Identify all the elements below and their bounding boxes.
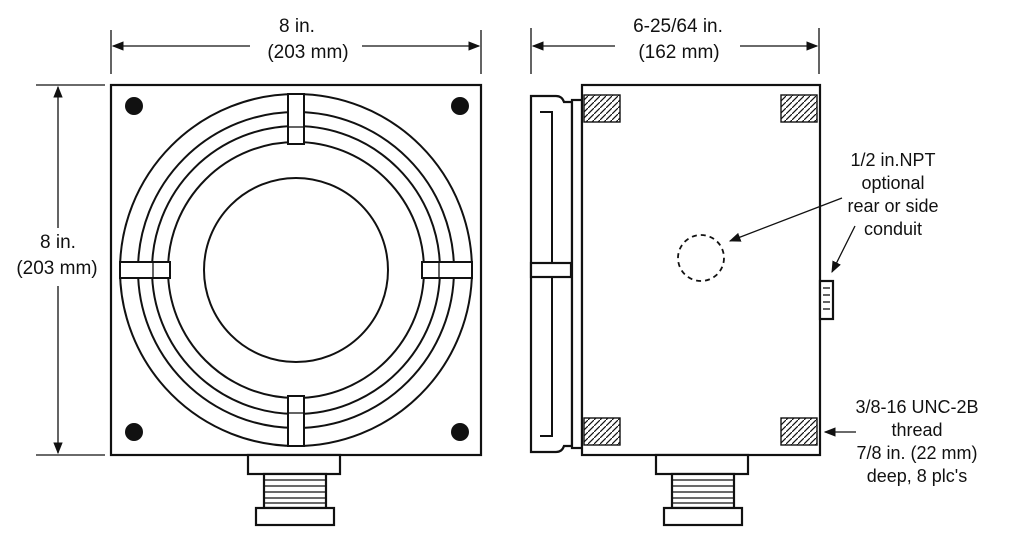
mounting-hole-tl <box>125 97 143 115</box>
thread-note-line1: 3/8-16 UNC-2B <box>855 397 978 417</box>
conduit-note-line1: 1/2 in.NPT <box>850 150 935 170</box>
front-plate <box>109 83 483 457</box>
conduit-note-line3: rear or side <box>847 196 938 216</box>
mounting-hole-br <box>451 423 469 441</box>
thread-note-line2: thread <box>891 420 942 440</box>
front-ribs <box>119 93 473 447</box>
thread-note-line4: deep, 8 plc's <box>867 466 968 486</box>
width-dim-metric: (203 mm) <box>267 42 348 63</box>
side-gasket <box>570 98 584 450</box>
front-conduit-fitting <box>246 453 342 527</box>
thread-hole-tl <box>583 94 621 123</box>
rear-conduit-leader <box>728 197 843 242</box>
side-conduit-leader <box>831 225 856 274</box>
side-cover-rib <box>529 261 573 279</box>
thread-hole-bl <box>583 417 621 446</box>
rear-conduit-dashed <box>677 234 725 282</box>
height-dim-label: 8 in. <box>40 232 76 253</box>
depth-dim-label: 6-25/64 in. <box>633 16 723 37</box>
side-conduit-fitting <box>654 453 750 527</box>
width-dim-label: 8 in. <box>279 16 315 37</box>
thread-hole-br <box>780 417 818 446</box>
thread-note: 3/8-16 UNC-2B thread 7/8 in. (22 mm) dee… <box>855 397 978 486</box>
side-conduit-plug <box>818 279 835 321</box>
depth-dim-metric: (162 mm) <box>638 42 719 63</box>
thread-hole-tr <box>780 94 818 123</box>
mounting-hole-bl <box>125 423 143 441</box>
conduit-note: 1/2 in.NPT optional rear or side conduit <box>847 150 938 239</box>
conduit-note-line4: conduit <box>864 219 922 239</box>
side-view: 6-25/64 in. (162 mm) <box>529 16 979 527</box>
mounting-hole-tr <box>451 97 469 115</box>
lens-circle <box>203 177 389 363</box>
front-view: 8 in. (203 mm) 8 in. (203 mm) <box>16 16 483 527</box>
conduit-note-line2: optional <box>861 173 924 193</box>
height-dim-metric: (203 mm) <box>16 258 97 279</box>
thread-note-line3: 7/8 in. (22 mm) <box>856 443 977 463</box>
side-box-body <box>580 83 822 457</box>
